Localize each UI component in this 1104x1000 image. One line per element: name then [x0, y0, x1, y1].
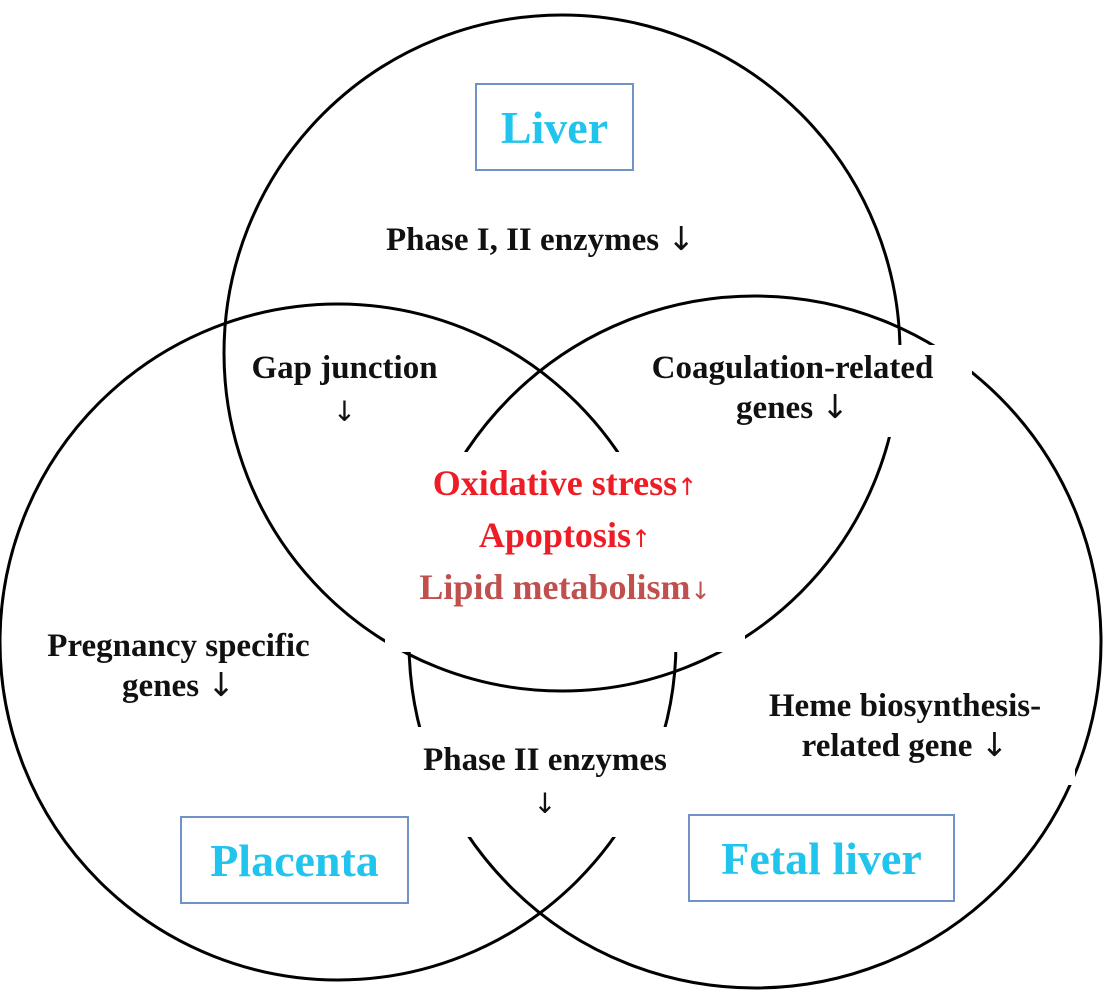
pregnancy-genes-text: genes	[122, 667, 200, 704]
down-arrow-icon: ↓	[690, 577, 711, 606]
coagulation-text: Coagulation-related	[651, 350, 934, 386]
liver-set-label: Liver	[475, 83, 634, 171]
gap-mask-phase2	[395, 727, 700, 837]
oxidative-stress-text: Oxidative stress	[432, 463, 678, 503]
fetal-liver-set-label-text: Fetal liver	[721, 832, 922, 884]
oxidative-stress-row: Oxidative stress↑	[380, 457, 750, 509]
heme-related-gene-text: related gene	[801, 727, 973, 764]
placenta-only-label: Pregnancy specific genes ↓	[16, 628, 341, 706]
lipid-metabolism-row: Lipid metabolism↓	[380, 561, 750, 613]
placenta-set-label: Placenta	[180, 816, 409, 904]
down-arrow-icon: ↓	[667, 219, 696, 258]
pregnancy-specific-text: Pregnancy specific	[47, 628, 310, 664]
center-label: Oxidative stress↑ Apoptosis↑ Lipid metab…	[380, 457, 750, 614]
up-arrow-icon: ↑	[630, 525, 652, 554]
apoptosis-row: Apoptosis↑	[380, 509, 750, 561]
gap-junction-text: Gap junction	[251, 350, 438, 386]
gap-mask-coagulation	[612, 345, 972, 437]
coagulation-genes-text: genes	[736, 389, 814, 426]
placenta-set-label-text: Placenta	[210, 834, 379, 886]
fetal-only-label: Heme biosynthesis- related gene ↓	[735, 688, 1075, 766]
liver-only-text: Phase I, II enzymes	[386, 222, 660, 258]
placenta-fetal-label: Phase II enzymes ↓	[395, 742, 695, 820]
down-arrow-icon: ↓	[207, 664, 235, 704]
down-arrow-icon: ↓	[332, 394, 357, 428]
lipid-metabolism-text: Lipid metabolism	[419, 567, 691, 608]
down-arrow-icon: ↓	[821, 386, 849, 426]
fetal-liver-set-label: Fetal liver	[688, 814, 955, 902]
down-arrow-icon: ↓	[533, 786, 557, 820]
gap-mask-heme	[735, 680, 1075, 785]
up-arrow-icon: ↑	[677, 473, 698, 501]
heme-biosynthesis-text: Heme biosynthesis-	[768, 688, 1042, 724]
liver-set-label-text: Liver	[500, 101, 609, 153]
gap-mask-center	[385, 452, 745, 652]
liver-fetal-label: Coagulation-related genes ↓	[620, 350, 965, 428]
phase-ii-enzymes-text: Phase II enzymes	[423, 742, 667, 778]
apoptosis-text: Apoptosis	[478, 515, 631, 556]
liver-placenta-label: Gap junction ↓	[232, 350, 457, 428]
down-arrow-icon: ↓	[980, 724, 1009, 764]
liver-only-label: Phase I, II enzymes ↓	[386, 220, 695, 260]
